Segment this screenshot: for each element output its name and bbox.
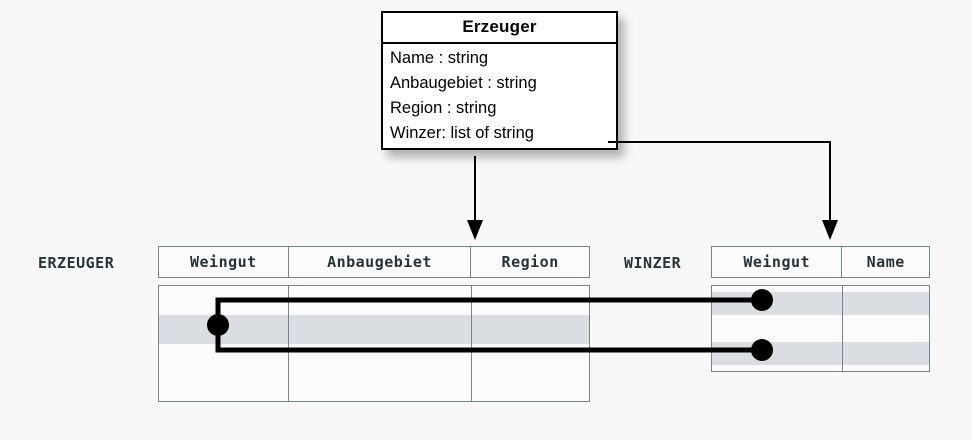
uml-class-box-erzeuger[interactable]: Erzeuger Name : string Anbaugebiet : str… bbox=[381, 11, 618, 150]
table-row[interactable] bbox=[159, 344, 589, 373]
winzer-mapping-arrow bbox=[608, 141, 838, 240]
column-header-name[interactable]: Name bbox=[866, 253, 905, 271]
table-row[interactable] bbox=[712, 344, 929, 371]
column-divider-1 bbox=[842, 286, 843, 371]
table-header-erzeuger: Weingut Anbaugebiet Region bbox=[158, 246, 590, 278]
uml-class-name: Erzeuger bbox=[383, 13, 616, 44]
uml-attribute-anbaugebiet: Anbaugebiet : string bbox=[390, 74, 537, 92]
uml-attribute-name: Name : string bbox=[390, 49, 489, 67]
table-row[interactable] bbox=[159, 315, 589, 344]
table-label-erzeuger: ERZEUGER bbox=[38, 254, 115, 272]
table-row[interactable] bbox=[159, 286, 589, 315]
table-body-winzer bbox=[711, 285, 930, 372]
table-header-winzer: Weingut Name bbox=[711, 246, 930, 278]
column-header-weingut[interactable]: Weingut bbox=[159, 247, 289, 277]
table-label-winzer: WINZER bbox=[624, 254, 682, 272]
table-row[interactable] bbox=[712, 286, 929, 315]
table-body-erzeuger bbox=[158, 285, 590, 402]
column-header-region[interactable]: Region bbox=[501, 253, 559, 271]
uml-attribute-list: Name : string Anbaugebiet : string Regio… bbox=[383, 44, 616, 148]
table-row[interactable] bbox=[159, 373, 589, 401]
column-header-anbaugebiet[interactable]: Anbaugebiet bbox=[289, 247, 472, 277]
table-row[interactable] bbox=[712, 315, 929, 344]
uml-attribute-winzer: Winzer: list of string bbox=[390, 124, 534, 142]
erzeuger-mapping-arrow bbox=[467, 156, 483, 240]
column-header-weingut[interactable]: Weingut bbox=[712, 247, 843, 277]
uml-attribute-region: Region : string bbox=[390, 99, 497, 117]
